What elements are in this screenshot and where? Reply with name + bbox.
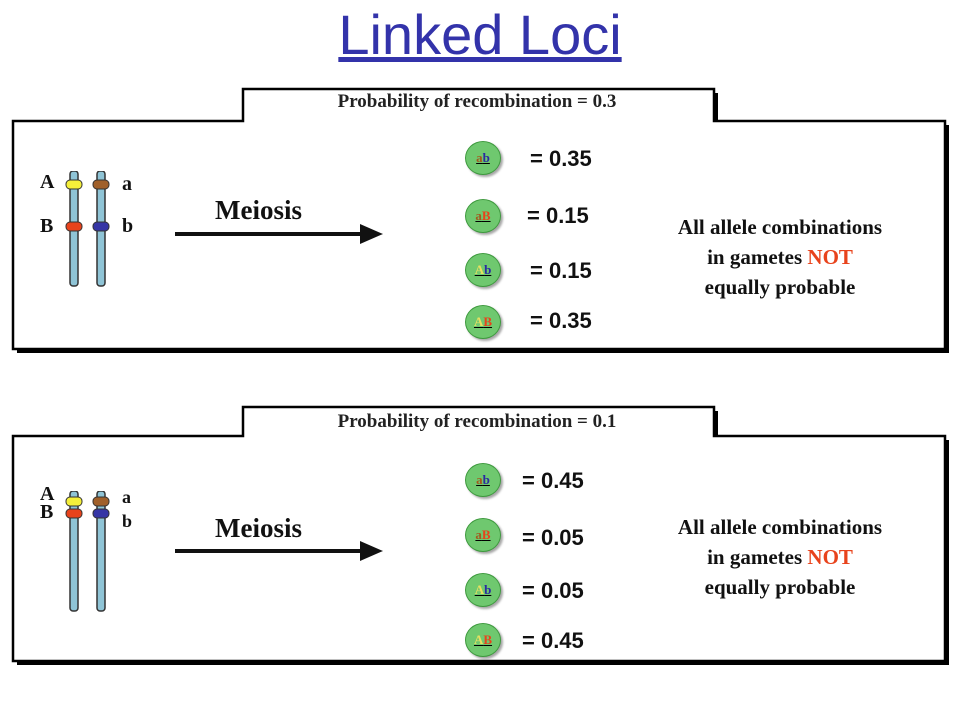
meiosis-label: Meiosis (215, 195, 302, 225)
allele-B-label: B (40, 501, 54, 523)
gamete-icon: aB (465, 199, 501, 233)
gamete-probability: = 0.35 (530, 308, 592, 333)
allele-a-label: a (122, 487, 131, 507)
arrow-right-icon (175, 224, 383, 244)
gamete-icon: aB (465, 518, 501, 552)
gamete-icon: AB (465, 623, 501, 657)
allele-a-label: a (122, 173, 132, 195)
allele-b-label: b (122, 511, 133, 531)
panel-recombination-0-1: Probability of recombination = 0.1 A a B… (10, 403, 949, 665)
allele-combination-note: All allele combinations in gametes NOT e… (677, 515, 883, 599)
chromosome-pair-icon (65, 171, 110, 287)
allele-B-label: B (40, 215, 54, 237)
gamete-probability: = 0.45 (522, 628, 584, 653)
gamete-icon: AB (465, 305, 501, 339)
recombination-probability-label: Probability of recombination = 0.1 (337, 411, 617, 432)
gamete-probability: = 0.15 (527, 203, 589, 228)
gamete-icon: ab (465, 141, 501, 175)
gamete-icon: Ab (465, 573, 501, 607)
gamete-icon: Ab (465, 253, 501, 287)
allele-b-label: b (122, 215, 134, 237)
gamete-probability: = 0.15 (530, 258, 592, 283)
allele-A-label: A (40, 483, 55, 505)
recombination-probability-label: Probability of recombination = 0.3 (337, 91, 617, 112)
chromosome-pair-icon (65, 491, 110, 612)
allele-A-label: A (40, 171, 55, 193)
gamete-probability: = 0.05 (522, 578, 584, 603)
arrow-right-icon (175, 541, 383, 561)
gamete-probability: = 0.05 (522, 525, 584, 550)
allele-combination-note: All allele combinations in gametes NOT e… (677, 215, 883, 299)
meiosis-label: Meiosis (215, 513, 302, 543)
gamete-probability: = 0.35 (530, 146, 592, 171)
gamete-probability: = 0.45 (522, 468, 584, 493)
panel-recombination-0-3: Probability of recombination = 0.3 A a B… (10, 83, 949, 353)
page-title: Linked Loci (338, 3, 622, 66)
gamete-icon: ab (465, 463, 501, 497)
